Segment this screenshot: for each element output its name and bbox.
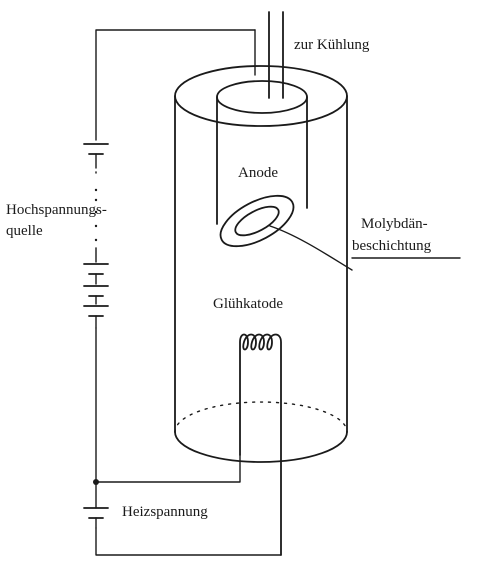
coating-label-line2: beschichtung bbox=[352, 238, 432, 254]
heating-battery bbox=[83, 507, 109, 529]
coating-leader-line bbox=[269, 225, 353, 271]
hv-source-label-line1: Hochspannungs- bbox=[6, 202, 107, 218]
hv-source-label-line2: quelle bbox=[6, 223, 43, 239]
circuit-wires bbox=[93, 29, 282, 556]
cathode-label: Glühkatode bbox=[213, 296, 283, 312]
coating-label-line1: Molybdän- bbox=[361, 216, 428, 232]
anode-label: Anode bbox=[238, 165, 278, 181]
tube-cylinder bbox=[174, 65, 348, 463]
junction-dot bbox=[93, 479, 99, 485]
cathode-filament bbox=[239, 333, 282, 556]
anode bbox=[216, 80, 308, 248]
high-voltage-source bbox=[83, 143, 109, 329]
cooling-label: zur Kühlung bbox=[294, 37, 370, 53]
cooling-pipe bbox=[268, 11, 284, 99]
heating-voltage-label: Heizspannung bbox=[122, 504, 208, 520]
